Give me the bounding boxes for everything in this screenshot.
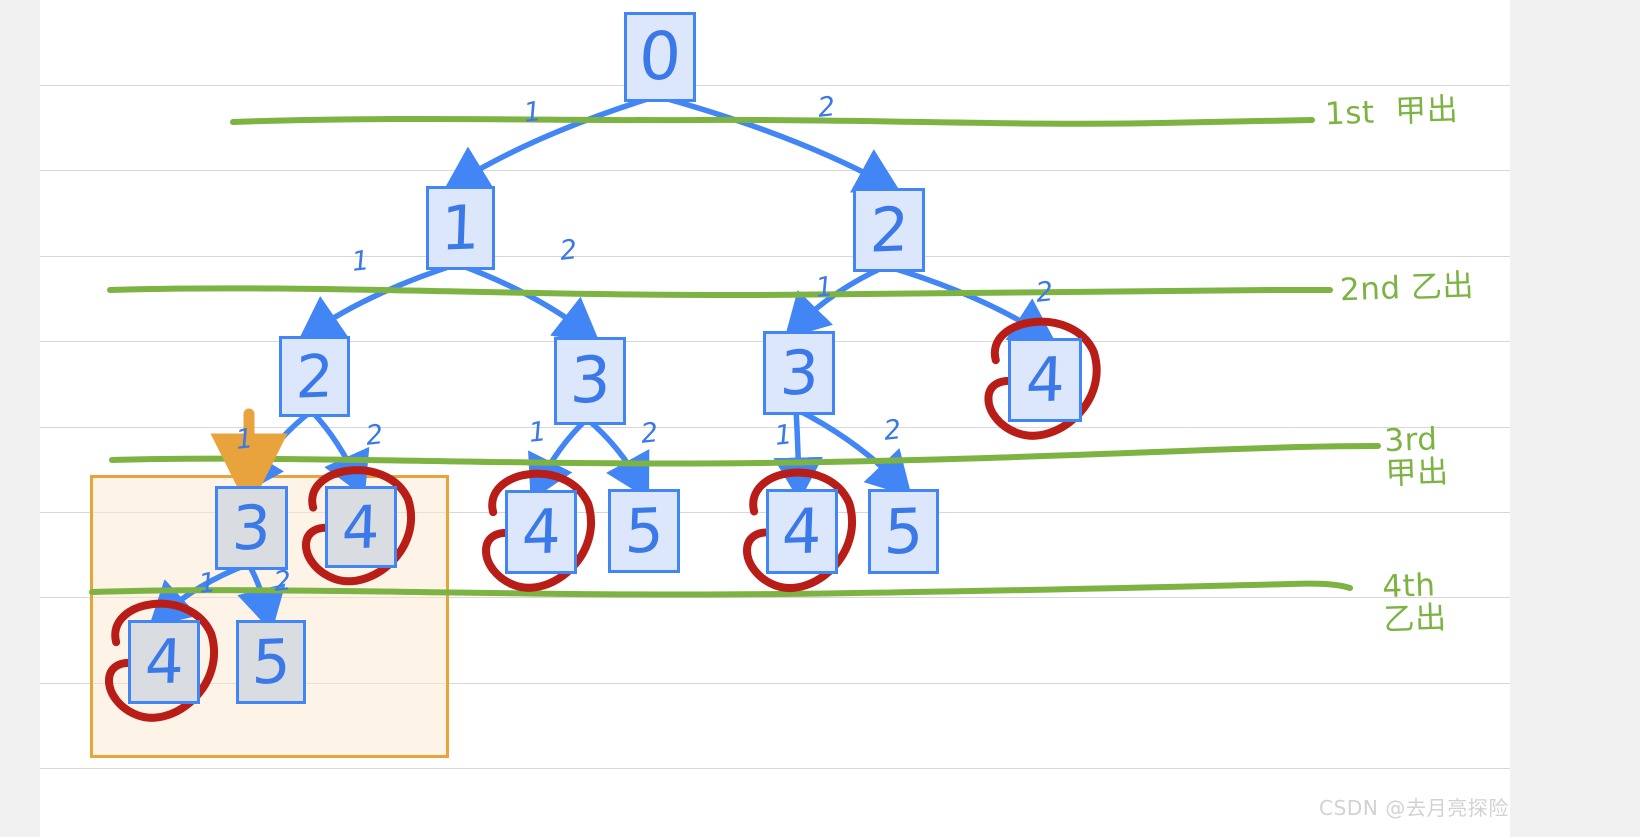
- tree-node-5: 5: [236, 620, 306, 704]
- edge-weight-label: 2: [639, 417, 660, 450]
- edge-weight-label: 1: [197, 567, 218, 600]
- level-annotation-g2: 2nd 乙出: [1339, 267, 1475, 309]
- node-label: 3: [230, 491, 273, 565]
- tree-edge: [297, 261, 461, 342]
- node-label: 3: [778, 336, 820, 410]
- node-label: 4: [340, 491, 382, 563]
- node-label: 5: [623, 494, 665, 568]
- node-label: 2: [294, 341, 335, 412]
- ruled-line: [40, 85, 1510, 86]
- red-circle-annotation: [105, 599, 218, 722]
- edge-weight-label: 2: [272, 565, 293, 598]
- edge-weight-label: 2: [882, 414, 903, 447]
- level-annotation-g3: 3rd 甲出: [1383, 421, 1450, 493]
- node-label: 4: [1024, 343, 1066, 417]
- node-label: 4: [143, 625, 185, 699]
- watermark: CSDN @去月亮探险: [1319, 796, 1509, 820]
- tree-node-0: 0: [624, 12, 696, 102]
- red-circle-annotation: [984, 317, 1101, 440]
- tree-node-3: 3: [554, 337, 626, 425]
- ruled-line: [40, 597, 1510, 598]
- tree-node-2: 2: [279, 336, 350, 417]
- edge-weight-label: 1: [814, 271, 835, 304]
- level-annotation-g1: 1st 甲出: [1324, 91, 1459, 133]
- node-label: 2: [868, 193, 910, 267]
- page-margin-left: [0, 0, 40, 837]
- tree-node-4: 4: [766, 489, 838, 574]
- node-label: 0: [637, 17, 683, 96]
- edge-weight-label: 2: [1034, 276, 1055, 309]
- tree-node-4: 4: [325, 486, 397, 568]
- level-annotation-g4: 4th 乙出: [1381, 567, 1448, 639]
- page-margin-right: [1510, 0, 1640, 837]
- red-highlight-circles: [105, 317, 1101, 722]
- ruled-line: [40, 683, 1510, 684]
- node-label: 5: [250, 625, 292, 699]
- edge-weight-label: 2: [364, 419, 385, 452]
- edge-weight-label: 1: [522, 96, 543, 129]
- tree-edge: [654, 93, 901, 193]
- tree-node-5: 5: [868, 489, 939, 574]
- edge-weight-label: 1: [527, 416, 548, 449]
- tree-edge: [443, 93, 660, 191]
- node-label: 4: [780, 493, 824, 569]
- ruled-line: [40, 768, 1510, 769]
- edge-weight-label: 1: [773, 419, 794, 452]
- tree-edge: [239, 408, 315, 497]
- tree-edge: [793, 406, 912, 497]
- tree-node-2: 2: [853, 188, 925, 272]
- edge-weight-label: 1: [350, 245, 371, 278]
- tree-node-4: 4: [1008, 338, 1082, 422]
- node-label: 5: [882, 493, 925, 569]
- node-label: 1: [439, 191, 482, 265]
- red-circle-annotation: [743, 468, 856, 592]
- edge-weight-label: 2: [558, 234, 579, 267]
- tree-node-3: 3: [763, 331, 835, 415]
- tree-node-5: 5: [608, 489, 680, 573]
- edge-weight-label: 1: [234, 423, 255, 456]
- tree-edge: [454, 261, 601, 344]
- ruled-line: [40, 427, 1510, 428]
- tree-edge: [773, 406, 823, 502]
- red-circle-annotation: [302, 466, 415, 586]
- tree-node-3: 3: [215, 486, 288, 570]
- ruled-line: [40, 256, 1510, 257]
- red-circle-annotation: [482, 469, 595, 592]
- tree-node-1: 1: [426, 186, 495, 270]
- node-label: 4: [520, 495, 562, 569]
- tree-edge: [584, 416, 650, 500]
- edge-weight-label: 2: [816, 91, 837, 124]
- ruled-line: [40, 170, 1510, 171]
- tree-node-4: 4: [128, 620, 200, 704]
- node-label: 3: [568, 343, 612, 419]
- green-level-lines: [89, 115, 1381, 598]
- tree-node-4: 4: [505, 490, 577, 574]
